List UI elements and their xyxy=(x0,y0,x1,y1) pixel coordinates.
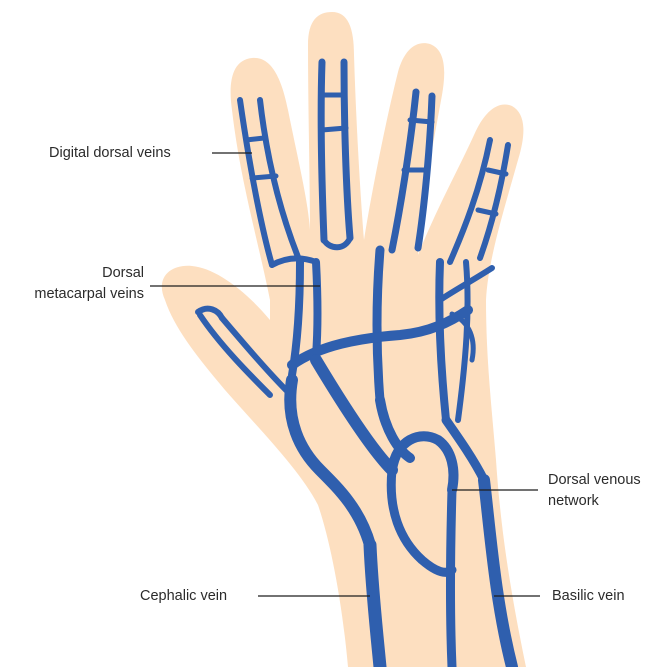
label-digital-dorsal-veins: Digital dorsal veins xyxy=(49,143,171,164)
label-dorsal-metacarpal-veins-line1: Dorsal xyxy=(0,263,144,284)
vein-little-finger-cross-1 xyxy=(246,138,264,140)
label-cephalic-vein: Cephalic vein xyxy=(140,586,227,607)
label-dorsal-venous-network-line1: Dorsal venous xyxy=(548,470,641,491)
label-dorsal-metacarpal-veins: Dorsal metacarpal veins xyxy=(0,263,144,305)
vein-middle-finger-cross-1 xyxy=(410,120,432,122)
vein-ring-finger-cross-2 xyxy=(322,128,346,130)
vein-central-trunk xyxy=(451,490,453,667)
label-dorsal-venous-network: Dorsal venous network xyxy=(548,470,641,512)
vein-little-finger-cross-2 xyxy=(252,176,276,178)
vein-ring-finger-left xyxy=(321,62,324,240)
label-basilic-vein: Basilic vein xyxy=(552,586,625,607)
vein-metacarpal-2 xyxy=(316,262,318,355)
vein-metacarpal-3 xyxy=(377,250,380,400)
label-dorsal-venous-network-line2: network xyxy=(548,491,641,512)
label-dorsal-metacarpal-veins-line2: metacarpal veins xyxy=(0,284,144,305)
